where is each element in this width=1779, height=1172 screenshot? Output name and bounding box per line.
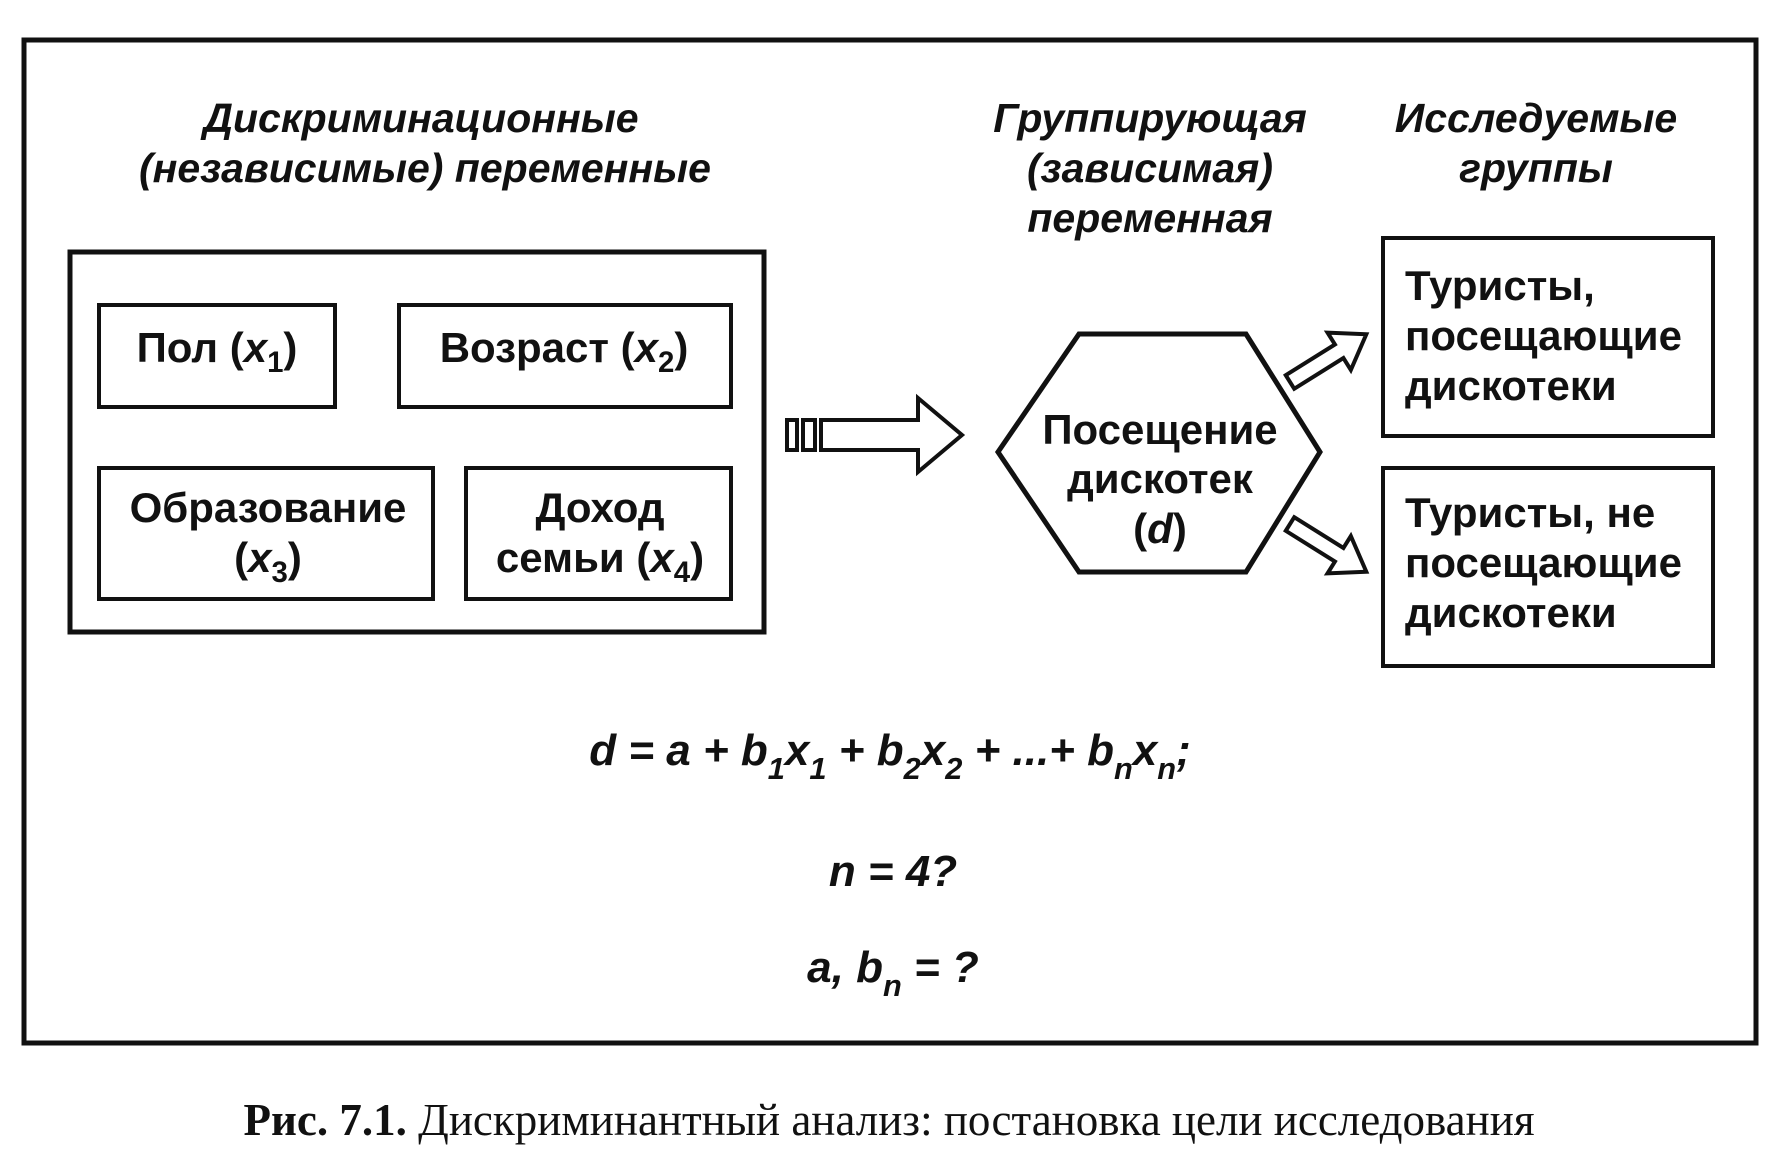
grouping-label-line1: Посещение (1042, 406, 1277, 453)
formula-coefficients: a, bn = ? (807, 943, 979, 1003)
group-box-non-visitors (1381, 466, 1715, 668)
group-box-visitors (1381, 236, 1715, 438)
heading-groups-line2: группы (1459, 145, 1613, 191)
variable-box-education (97, 466, 435, 601)
outer-frame (21, 37, 1759, 1046)
heading-independent-line2: (независимые) переменные (139, 145, 711, 191)
grouping-label-line3: (d) (1133, 505, 1187, 552)
heading-grouping-line1: Группирующая (993, 95, 1307, 141)
grouping-hexagon (994, 331, 1323, 575)
group-visitors-line1: Туристы, (1405, 262, 1595, 309)
variable-label-income-line2: семьи (x4) (496, 534, 704, 589)
arrow-to-group2-icon (1283, 514, 1370, 576)
variable-label-education-line2: (x3) (234, 534, 302, 589)
group-non-visitors-line2: посещающие (1405, 539, 1682, 586)
heading-grouping-line2: (зависимая) (1027, 145, 1273, 191)
heading-independent-line1: Дискриминационные (200, 95, 638, 141)
variable-label-age: Возраст (x2) (440, 324, 689, 379)
variable-box-age (397, 303, 733, 409)
figure-caption: Рис. 7.1. Дискриминантный анализ: постан… (243, 1095, 1534, 1145)
variable-label-sex: Пол (x1) (137, 324, 298, 379)
heading-groups: Исследуемые группы (1395, 95, 1677, 191)
formula-n: n = 4? (829, 847, 957, 896)
group-non-visitors-line3: дискотеки (1405, 589, 1617, 636)
variables-container (67, 249, 767, 635)
arrow-to-group1-icon (1283, 330, 1370, 392)
group-visitors-line3: дискотеки (1405, 362, 1617, 409)
arrow-to-grouping-icon (785, 393, 966, 477)
variable-label-education-line1: Образование (130, 484, 407, 531)
group-non-visitors-line1: Туристы, не (1405, 489, 1655, 536)
group-visitors-line2: посещающие (1405, 312, 1682, 359)
variable-label-income-line1: Доход (535, 484, 664, 531)
heading-grouping-line3: переменная (1027, 195, 1272, 241)
heading-grouping: Группирующая (зависимая) переменная (993, 95, 1307, 241)
grouping-label-line2: дискотек (1067, 455, 1254, 502)
variable-box-income (464, 466, 733, 601)
heading-independent: Дискриминационные (независимые) переменн… (139, 95, 711, 191)
variable-box-sex (97, 303, 337, 409)
heading-groups-line1: Исследуемые (1395, 95, 1677, 141)
formula-discriminant: d = a + b1x1 + b2x2 + ...+ bnxn; (589, 726, 1190, 786)
